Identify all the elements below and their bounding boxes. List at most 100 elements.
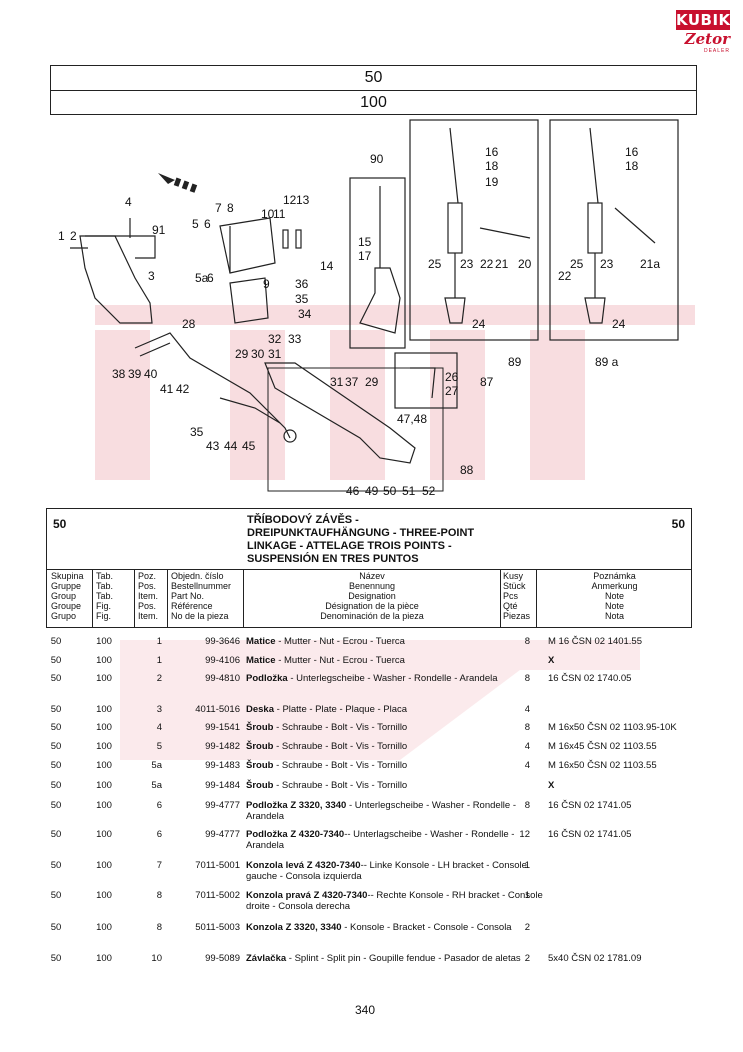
cell-table: 100 [96,860,112,871]
cell-name: Konzola pravá Z 4320-7340-- Rechte Konso… [246,890,546,912]
callout-label: 29 [235,347,249,361]
callout-label: 88 [460,463,474,477]
cell-quantity: 4 [524,760,530,771]
cell-order-number: 99-1484 [205,780,240,791]
callout-label: 51 [402,484,416,498]
cell-group: 50 [50,636,62,647]
cell-table: 100 [96,890,112,901]
cell-table: 100 [96,922,112,933]
callout-label: 13 [296,193,310,207]
callout-label: 24 [472,317,486,331]
cell-group: 50 [50,953,62,964]
part-name-bold: Podložka [246,673,288,684]
cell-group: 50 [50,922,62,933]
callout-label: 40 [144,367,158,381]
part-name-translations: - Schraube - Bolt - Vis - Tornillo [273,780,408,791]
cell-name: Konzola levá Z 4320-7340-- Linke Konsole… [246,860,546,882]
part-name-translations: -- Linke Konsole - LH bracket - Console … [246,860,527,882]
callout-label: 20 [518,257,532,271]
callout-label: 46 [346,484,360,498]
cell-name: Podložka Z 4320-7340-- Unterlagscheibe -… [246,829,546,851]
callout-label: 90 [370,152,384,166]
part-name-translations: - Konsole - Bracket - Console - Consola [341,922,512,933]
cell-position: 3 [156,704,162,715]
cell-order-number: 99-5089 [205,953,240,964]
callout-label: 22 [480,257,494,271]
callout-label: 24 [612,317,626,331]
callout-label: 26 [445,370,459,384]
callout-label: 25 [428,257,442,271]
cell-group: 50 [50,704,62,715]
callout-label: 1 [58,229,65,243]
callout-label: 35 [295,292,309,306]
col-table-header: Tab.Tab.Tab.Fig.Fig. [92,570,134,627]
part-name-translations: - Schraube - Bolt - Vis - Tornillo [273,741,408,752]
cell-table: 100 [96,704,112,715]
callout-label: 8 [227,201,234,215]
cell-position: 8 [156,922,162,933]
cell-table: 100 [96,673,112,684]
cell-quantity: 4 [524,741,530,752]
cell-name: Matice - Mutter - Nut - Ecrou - Tuerca [246,636,546,647]
cell-table: 100 [96,800,112,811]
cell-order-number: 99-3646 [205,636,240,647]
callout-label: 21a [640,257,660,271]
part-name-bold: Konzola levá Z 4320-7340 [246,860,361,871]
cell-note: X [548,655,555,666]
callout-label: 25 [570,257,584,271]
cell-position: 6 [156,829,162,840]
cell-position: 8 [156,890,162,901]
cell-order-number: 7011-5002 [195,890,240,901]
title-line: LINKAGE - ATTELAGE TROIS POINTS - [247,540,452,552]
header-table-number: 100 [51,90,696,114]
cell-table: 100 [96,741,112,752]
cell-note: M 16x45 ČSN 02 1103.55 [548,741,657,752]
cell-group: 50 [50,890,62,901]
cell-position: 1 [156,636,162,647]
callout-label: 45 [242,439,256,453]
callout-label: 32 [268,332,282,346]
cell-quantity: 8 [524,722,530,733]
cell-name: Šroub - Schraube - Bolt - Vis - Tornillo [246,760,546,771]
cell-order-number: 4011-5016 [195,704,240,715]
callout-label: 39 [128,367,142,381]
callout-label: 14 [320,259,334,273]
cell-position: 10 [151,953,162,964]
cell-table: 100 [96,655,112,666]
callout-label: 6 [204,217,211,231]
cell-name: Konzola Z 3320, 3340 - Konsole - Bracket… [246,922,546,933]
callout-label: 10 [261,207,275,221]
cell-name: Podložka - Unterlegscheibe - Washer - Ro… [246,673,546,684]
callout-label: 18 [485,159,499,173]
part-name-translations: -- Unterlagscheibe - Washer - Rondelle -… [246,829,515,851]
callout-label: 19 [485,175,499,189]
direction-arrow [158,173,198,193]
logo-zetor: Zetor [684,30,730,48]
callout-label: 49 [365,484,379,498]
cell-table: 100 [96,780,112,791]
cell-name: Šroub - Schraube - Bolt - Vis - Tornillo [246,722,546,733]
cell-name: Závlačka - Splint - Split pin - Goupille… [246,953,546,964]
cell-quantity: 2 [524,953,530,964]
part-name-bold: Šroub [246,760,274,771]
title-line: SUSPENSIÓN EN TRES PUNTOS [247,553,419,565]
section-header: 50 100 [50,65,697,115]
callout-label: 6 [207,271,214,285]
title-group-left: 50 [53,517,67,531]
callout-label: 89 a [595,355,619,369]
cell-group: 50 [50,860,62,871]
callout-label: 41 [160,382,174,396]
callout-label: 22 [558,269,572,283]
callout-label: 87 [480,375,494,389]
callout-label: 29 [365,375,379,389]
cell-table: 100 [96,636,112,647]
cell-quantity: 8 [524,800,530,811]
cell-position: 4 [156,722,162,733]
callout-label: 2 [70,229,77,243]
logo-dealer: DEALER [703,48,730,54]
part-name-bold: Deska [246,704,274,715]
callout-label: 33 [288,332,302,346]
